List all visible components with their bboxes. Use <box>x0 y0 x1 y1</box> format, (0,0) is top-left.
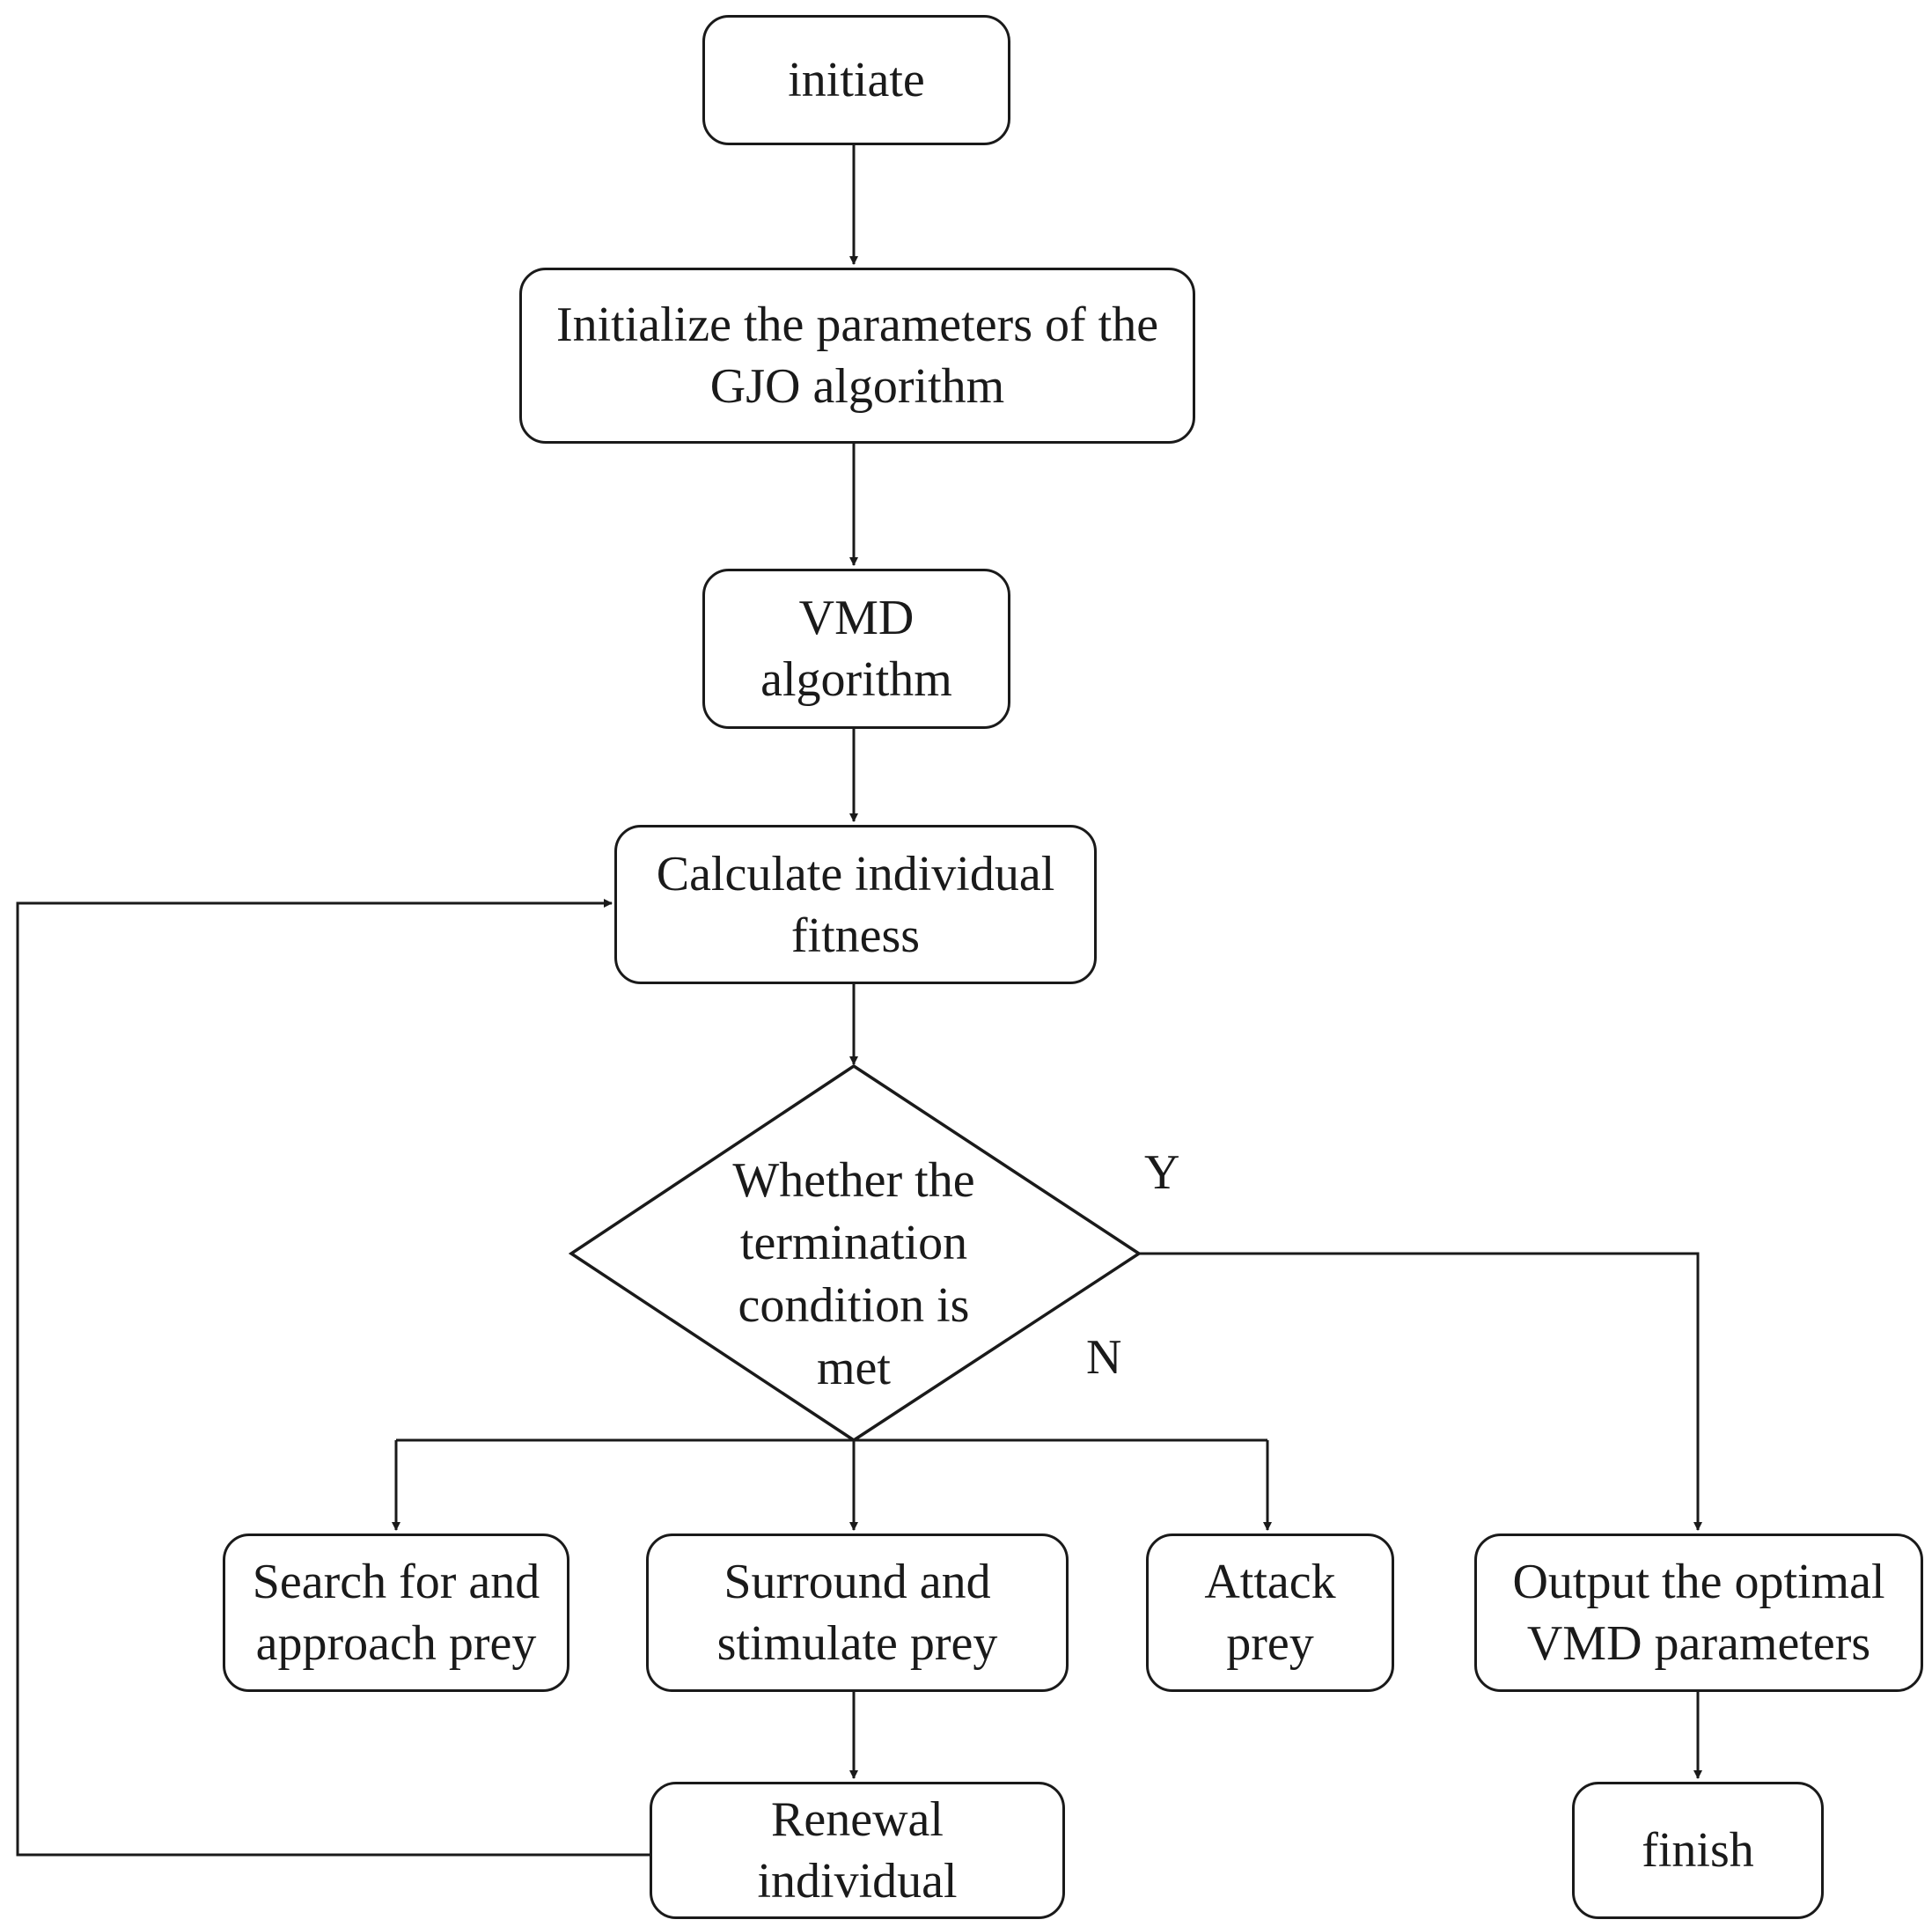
arrow-yes-to-output <box>1139 1252 1702 1531</box>
finish-node: finish <box>1572 1782 1824 1919</box>
no-label: N <box>1086 1330 1122 1385</box>
attack-node: Attack prey <box>1146 1534 1394 1692</box>
search-label: Search for and approach prey <box>252 1555 540 1671</box>
finish-label: finish <box>1642 1823 1754 1878</box>
init-params-label: Initialize the parameters of the GJO alg… <box>555 298 1159 414</box>
arrow-renewal-loop-to-fitness <box>16 899 650 1857</box>
output-node: Output the optimal VMD parameters <box>1474 1534 1923 1692</box>
attack-label: Attack prey <box>1204 1555 1336 1671</box>
renewal-label: Renewal individual <box>757 1792 958 1909</box>
surround-node: Surround and stimulate prey <box>646 1534 1069 1692</box>
yes-label: Y <box>1144 1145 1180 1200</box>
decision-label: Whether the termination condition is met <box>732 1153 975 1395</box>
vmd-label: VMD algorithm <box>760 591 952 707</box>
renewal-node: Renewal individual <box>650 1782 1065 1919</box>
search-node: Search for and approach prey <box>223 1534 569 1692</box>
output-label: Output the optimal VMD parameters <box>1512 1555 1885 1671</box>
fitness-label: Calculate individual fitness <box>656 846 1055 963</box>
decision-text: Whether the termination condition is met <box>704 1150 1003 1400</box>
vmd-node: VMD algorithm <box>702 569 1010 729</box>
fitness-node: Calculate individual fitness <box>614 825 1097 984</box>
init-params-node: Initialize the parameters of the GJO alg… <box>519 268 1195 444</box>
surround-label: Surround and stimulate prey <box>716 1555 998 1671</box>
start-node: initiate <box>702 15 1010 145</box>
start-node-label: initiate <box>788 53 925 107</box>
